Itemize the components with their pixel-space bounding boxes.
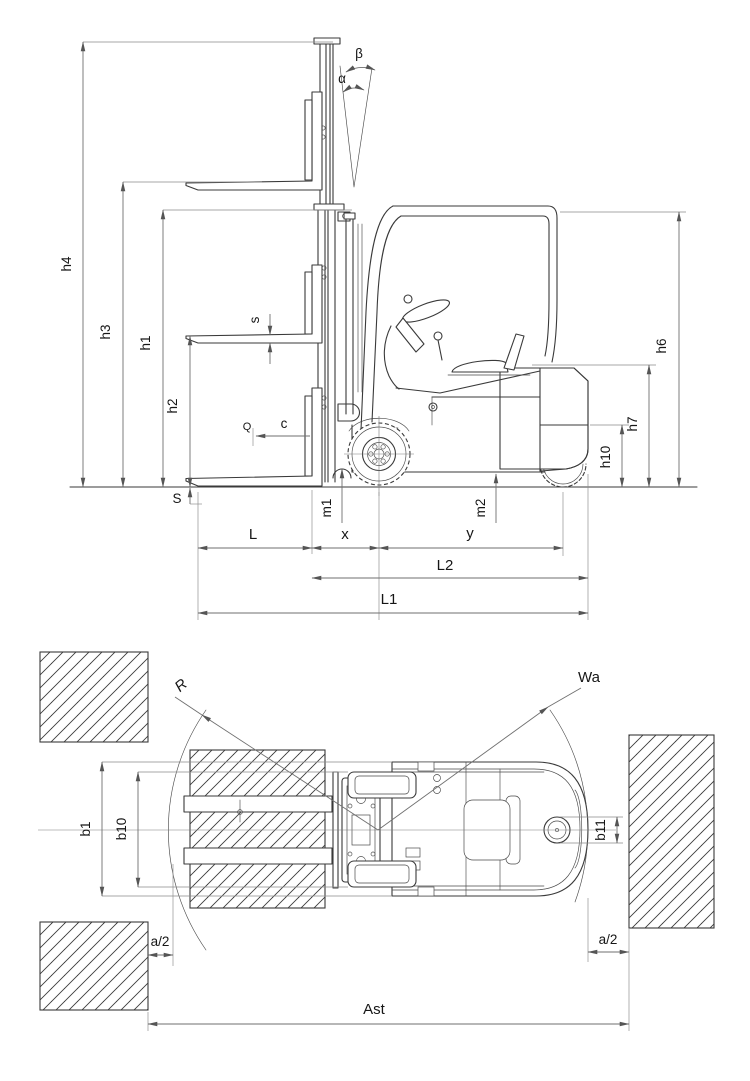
label-L1: L1 bbox=[381, 591, 398, 608]
steering-wheel bbox=[401, 299, 451, 323]
lift-cylinder bbox=[345, 217, 354, 415]
fork-lowered bbox=[185, 387, 323, 487]
label-h4: h4 bbox=[59, 256, 74, 272]
label-a2-right: a/2 bbox=[599, 932, 618, 947]
label-h3: h3 bbox=[98, 324, 113, 339]
fork-raised bbox=[185, 91, 323, 191]
front-wheel-side bbox=[344, 416, 414, 496]
steering-column bbox=[395, 317, 425, 353]
label-h1: h1 bbox=[138, 335, 153, 350]
forks-side bbox=[185, 91, 323, 487]
side-view: α β bbox=[59, 37, 698, 620]
dim-y: y bbox=[378, 525, 564, 551]
label-S: S bbox=[172, 491, 181, 506]
label-h6: h6 bbox=[654, 338, 669, 353]
tilt-cylinder-anchor bbox=[337, 403, 360, 422]
dim-L: L bbox=[197, 526, 313, 551]
label-b1: b1 bbox=[78, 821, 93, 836]
overhead-guard bbox=[360, 205, 558, 431]
label-m2: m2 bbox=[473, 499, 488, 518]
dim-Ast: Ast bbox=[147, 928, 630, 1031]
top-view: R Wa b1 b10 b11 a/2 bbox=[38, 651, 715, 1031]
dim-h4: h4 bbox=[59, 41, 333, 488]
seat-back bbox=[503, 333, 525, 371]
label-h10: h10 bbox=[598, 446, 613, 469]
tilt-angles: α β bbox=[338, 46, 376, 188]
label-Wa: Wa bbox=[578, 669, 601, 686]
mast bbox=[313, 37, 363, 483]
fork-top-plan bbox=[183, 795, 333, 813]
label-x: x bbox=[341, 526, 349, 543]
fork-freelift bbox=[185, 264, 323, 344]
load-pallet bbox=[189, 749, 326, 909]
label-h2: h2 bbox=[165, 398, 180, 413]
label-c: c bbox=[281, 416, 288, 431]
turning-arc-right bbox=[549, 709, 589, 903]
extension-lines bbox=[197, 474, 589, 620]
wall-block-top-left bbox=[39, 651, 149, 743]
dim-b1: b1 bbox=[78, 761, 392, 897]
dim-S: S bbox=[172, 487, 202, 506]
dim-c: Q c bbox=[243, 416, 310, 446]
dim-h7: h7 bbox=[532, 364, 656, 488]
label-L2: L2 bbox=[437, 557, 454, 574]
label-R: R bbox=[171, 675, 190, 695]
dim-x: x bbox=[311, 526, 380, 551]
label-beta: β bbox=[355, 46, 363, 61]
label-b11: b11 bbox=[593, 819, 608, 841]
dim-L2: L2 bbox=[311, 557, 589, 581]
dim-h10: h10 bbox=[590, 424, 629, 488]
fork-bottom-plan bbox=[183, 847, 333, 865]
wall-block-right bbox=[628, 734, 715, 929]
dim-h1: h1 bbox=[138, 209, 352, 488]
label-a2-left: a/2 bbox=[151, 934, 170, 949]
label-alpha: α bbox=[338, 71, 346, 86]
label-Q: Q bbox=[243, 421, 252, 433]
dim-h6: h6 bbox=[560, 211, 686, 488]
dim-s: s bbox=[247, 314, 273, 364]
label-b10: b10 bbox=[114, 818, 129, 841]
dim-L1: L1 bbox=[197, 591, 589, 616]
dim-m2: m2 bbox=[473, 473, 499, 523]
operator-area bbox=[383, 294, 531, 390]
label-L: L bbox=[249, 526, 257, 543]
dim-Wa: Wa bbox=[377, 669, 601, 831]
dim-m1: m1 bbox=[319, 468, 345, 523]
dim-a2-right: a/2 bbox=[587, 898, 630, 962]
label-s: s bbox=[247, 316, 262, 323]
label-m1: m1 bbox=[319, 499, 334, 518]
label-h7: h7 bbox=[625, 416, 640, 431]
dim-h2: h2 bbox=[165, 335, 193, 488]
dim-a2-left: a/2 bbox=[147, 864, 174, 966]
control-lever-knob bbox=[433, 331, 443, 341]
seat-cushion bbox=[451, 359, 509, 373]
wall-block-bottom-left bbox=[39, 921, 149, 1011]
label-y: y bbox=[466, 525, 474, 542]
dim-h3: h3 bbox=[98, 181, 262, 488]
dim-b11: b11 bbox=[560, 816, 623, 844]
label-Ast: Ast bbox=[363, 1001, 386, 1018]
